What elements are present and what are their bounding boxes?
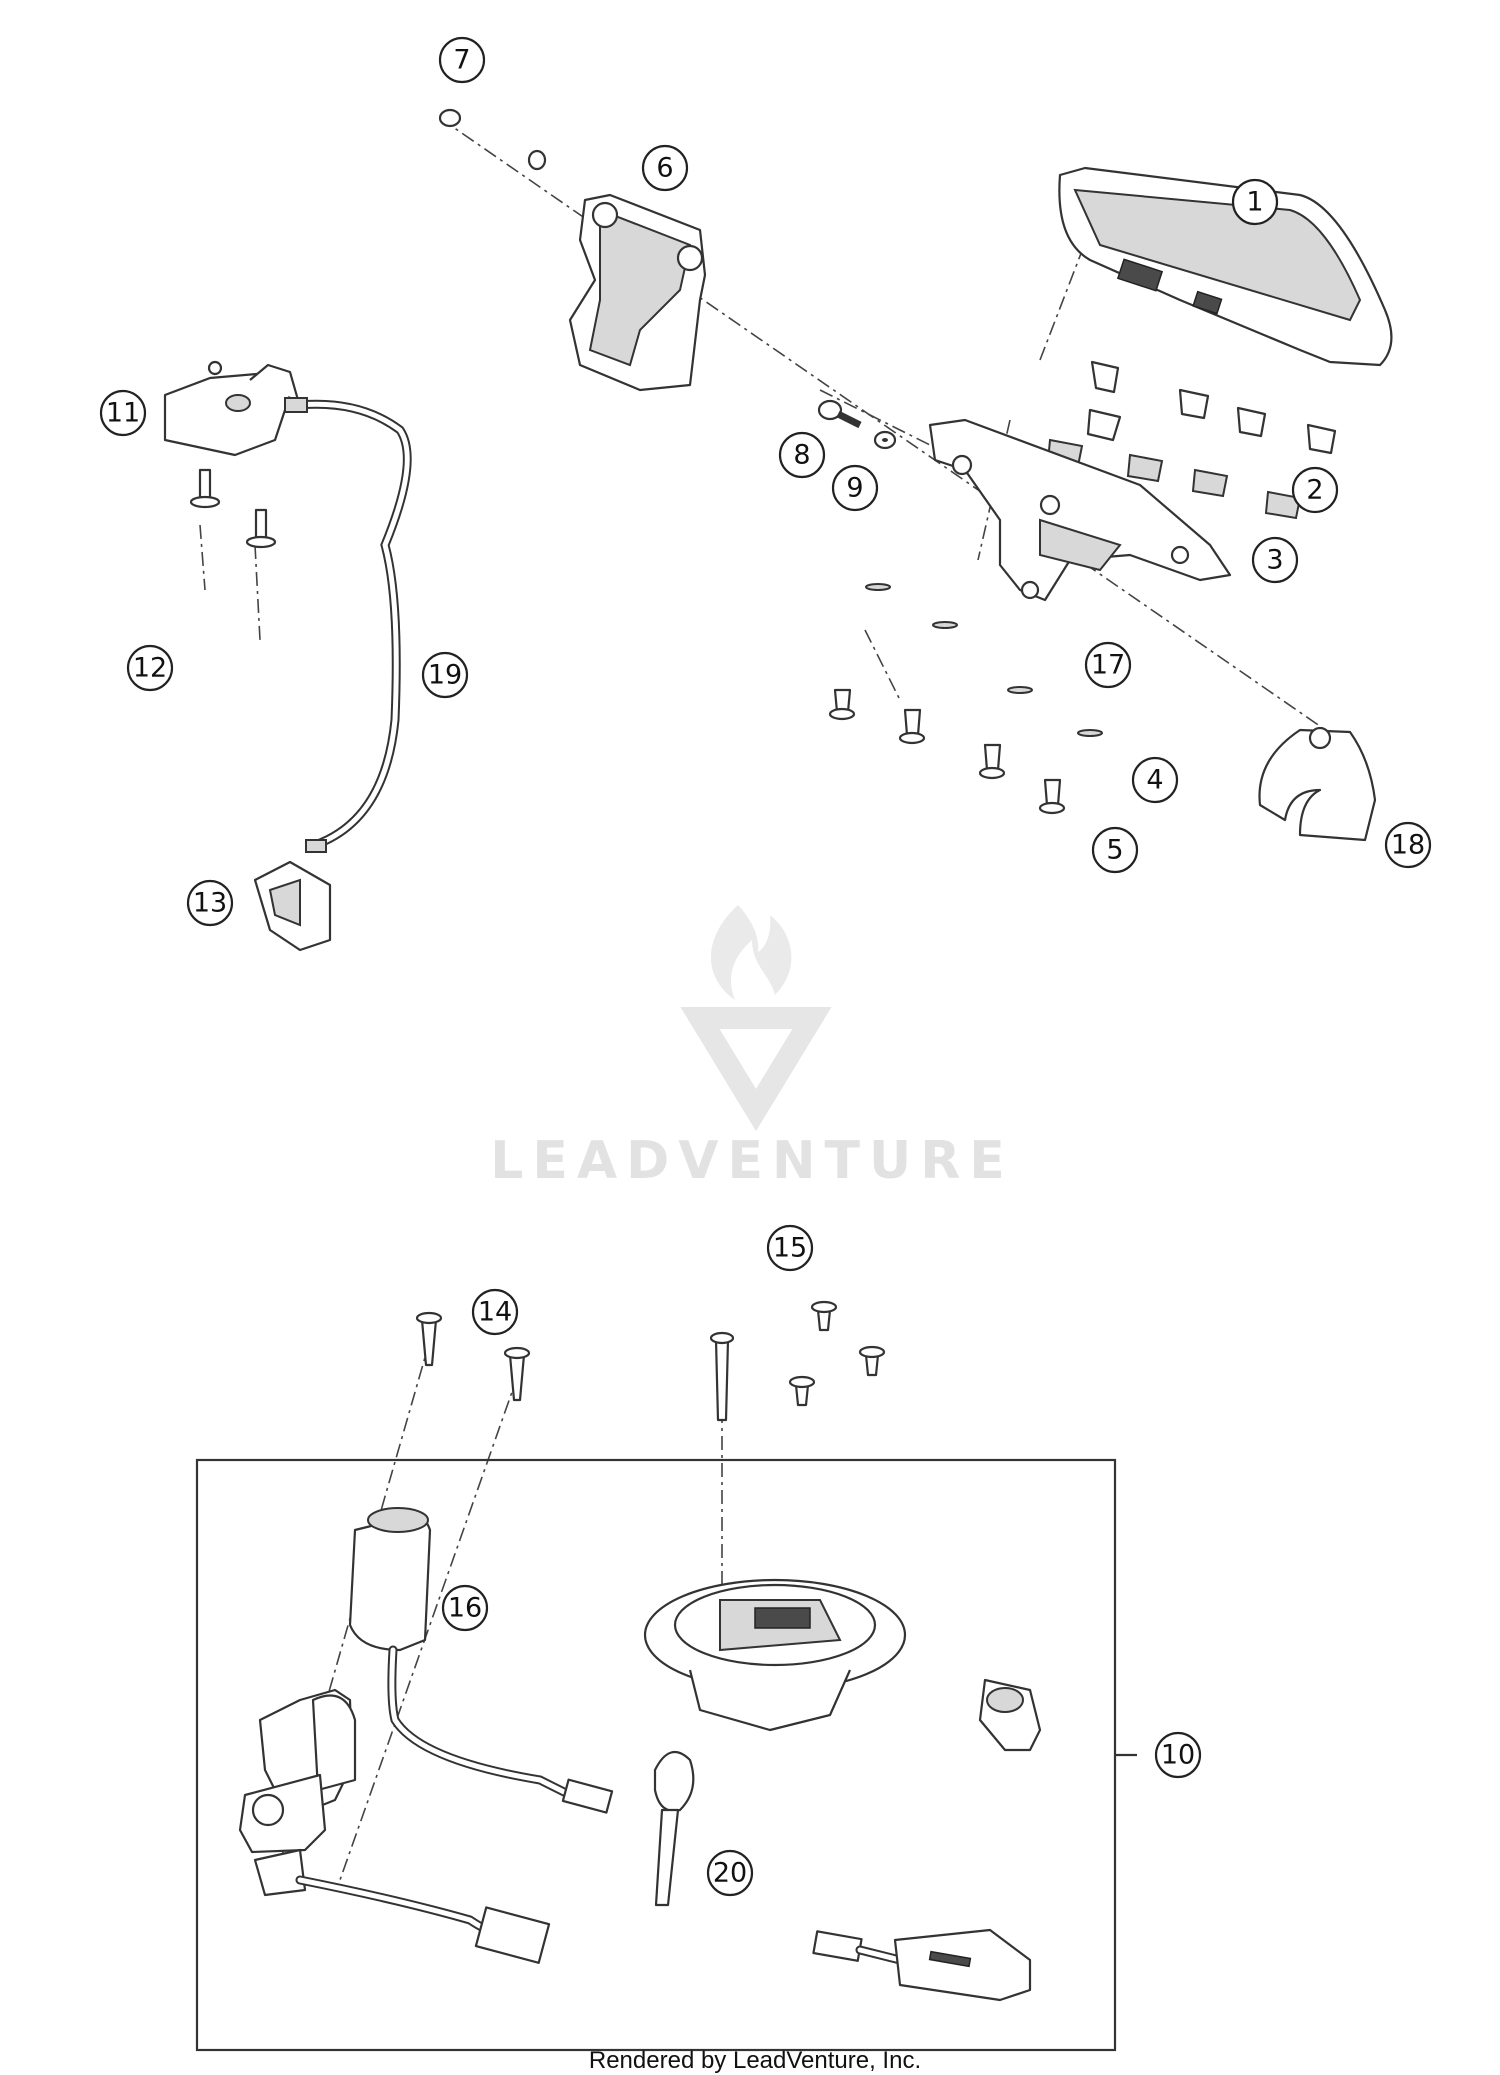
part-13-connector bbox=[253, 860, 332, 952]
part-17-bracket bbox=[928, 418, 1232, 602]
callout-11: 11 bbox=[99, 389, 147, 437]
callout-10: 10 bbox=[1154, 1731, 1202, 1779]
svg-text:13: 13 bbox=[193, 888, 227, 919]
part-1-instrument-display bbox=[1058, 166, 1393, 367]
svg-text:18: 18 bbox=[1391, 830, 1425, 861]
part-9-washer bbox=[873, 430, 897, 450]
svg-text:17: 17 bbox=[1091, 650, 1125, 681]
part-8-bolt bbox=[817, 399, 862, 429]
part-4-washers bbox=[865, 583, 1103, 737]
part-16-ignition-switch bbox=[238, 1688, 551, 1964]
svg-text:4: 4 bbox=[1146, 765, 1163, 796]
svg-text:6: 6 bbox=[656, 153, 673, 184]
watermark-logo: LEADVENTURE bbox=[490, 905, 1014, 1191]
part-connector-cable bbox=[812, 1928, 1032, 2002]
part-18-clamp bbox=[1258, 726, 1377, 842]
callout-1: 1 bbox=[1231, 178, 1279, 226]
callout-20: 20 bbox=[706, 1849, 754, 1897]
svg-text:8: 8 bbox=[793, 440, 810, 471]
part-11-sensor-mount bbox=[163, 360, 300, 457]
callout-13: 13 bbox=[186, 879, 234, 927]
svg-text:2: 2 bbox=[1306, 475, 1323, 506]
part-19-cable bbox=[284, 397, 412, 853]
callout-19: 19 bbox=[421, 651, 469, 699]
callout-14: 14 bbox=[471, 1288, 519, 1336]
svg-text:19: 19 bbox=[428, 660, 462, 691]
svg-text:1: 1 bbox=[1246, 187, 1263, 218]
part-6-cover bbox=[568, 193, 707, 392]
footer-credit: Rendered by LeadVenture, Inc. bbox=[589, 2047, 921, 2074]
callout-7: 7 bbox=[438, 36, 486, 84]
callout-5: 5 bbox=[1091, 826, 1139, 874]
callout-8: 8 bbox=[778, 431, 826, 479]
callout-15: 15 bbox=[766, 1224, 814, 1272]
part-5-screws bbox=[828, 688, 1066, 815]
part-lock-insert bbox=[978, 1678, 1042, 1752]
part-12-pins bbox=[189, 468, 277, 549]
svg-text:14: 14 bbox=[478, 1297, 512, 1328]
callout-9: 9 bbox=[831, 464, 879, 512]
svg-text:9: 9 bbox=[846, 473, 863, 504]
callout-3: 3 bbox=[1251, 536, 1299, 584]
part-15-screws bbox=[709, 1300, 886, 1422]
callout-18: 18 bbox=[1384, 821, 1432, 869]
svg-text:7: 7 bbox=[453, 45, 470, 76]
callout-16: 16 bbox=[441, 1584, 489, 1632]
part-7-fastener bbox=[438, 108, 547, 171]
part-14-screws bbox=[415, 1311, 531, 1402]
svg-text:12: 12 bbox=[133, 653, 167, 684]
svg-text:16: 16 bbox=[448, 1593, 482, 1624]
part-2-grommets bbox=[1086, 360, 1337, 455]
callout-12: 12 bbox=[126, 644, 174, 692]
callout-2: 2 bbox=[1291, 466, 1339, 514]
callout-17: 17 bbox=[1084, 641, 1132, 689]
svg-text:5: 5 bbox=[1106, 835, 1123, 866]
svg-text:15: 15 bbox=[773, 1233, 807, 1264]
part-20-key bbox=[653, 1750, 695, 1907]
svg-text:20: 20 bbox=[713, 1858, 747, 1889]
svg-text:10: 10 bbox=[1161, 1740, 1195, 1771]
svg-text:11: 11 bbox=[106, 398, 140, 429]
watermark-text: LEADVENTURE bbox=[490, 1131, 1014, 1191]
part-fuel-cap bbox=[643, 1578, 907, 1732]
callout-6: 6 bbox=[641, 144, 689, 192]
part-16-lock-cylinder bbox=[348, 1507, 614, 1814]
svg-text:3: 3 bbox=[1266, 545, 1283, 576]
callout-4: 4 bbox=[1131, 756, 1179, 804]
